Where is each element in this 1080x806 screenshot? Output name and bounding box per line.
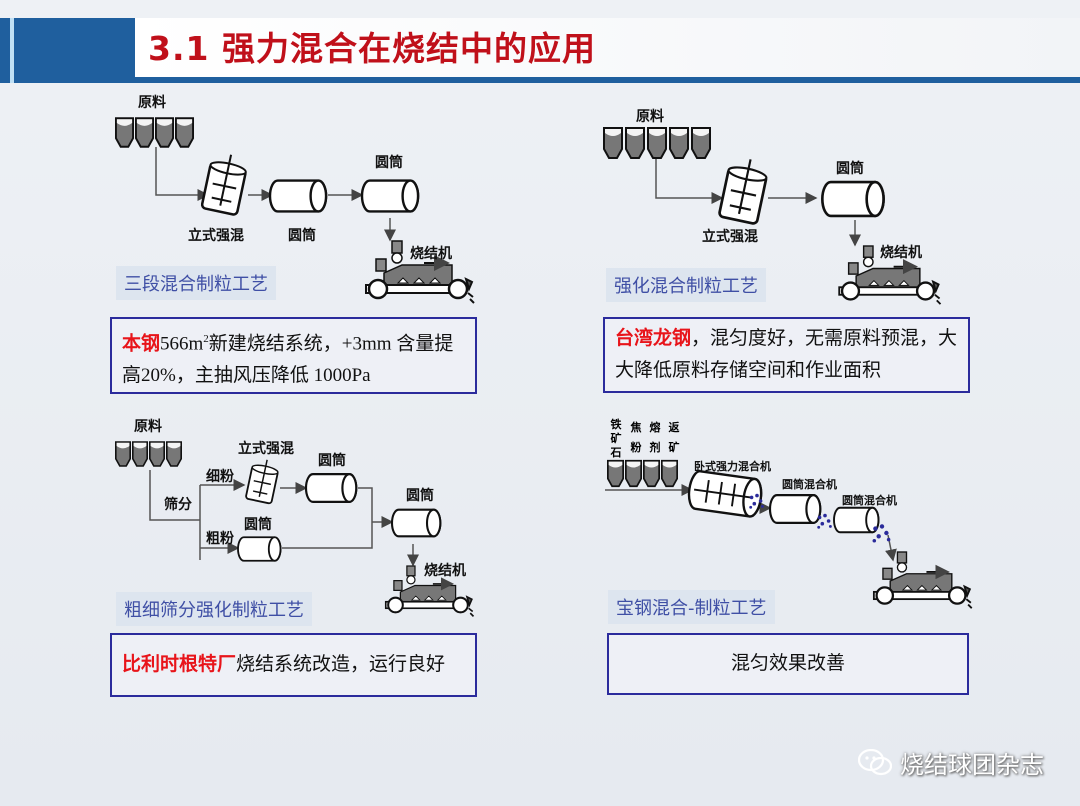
label-drum: 圆筒 [318,453,346,469]
drum-panel4-a [768,493,822,525]
drum-panel3-merge [390,508,442,538]
label-drum: 圆筒 [375,155,403,171]
process-tag: 宝钢混合-制粒工艺 [608,590,775,624]
note-text: 566m [160,333,204,355]
label-material: 铁矿石 [610,418,622,459]
note-highlight: 比利时根特厂 [122,654,237,675]
note-text: 烧结系统改造，运行良好 [236,654,446,675]
label-sinter-machine: 烧结机 [880,245,922,261]
vertical-mixer-panel3 [244,456,281,505]
note-text: ，混匀度好，无需原料预混，大大降低原料存储空间和作业面积 [615,328,958,381]
header-title-bg [135,18,1080,77]
hoppers-panel2 [603,127,711,159]
granules [817,513,832,529]
label-drum-mixer: 圆筒混合机 [842,494,897,507]
process-tag: 三段混合制粒工艺 [116,266,276,300]
label-screening: 筛分 [164,497,192,513]
process-tag: 强化混合制粒工艺 [606,268,766,302]
note-box: 混匀效果改善 [607,633,969,695]
hoppers-panel3 [115,441,182,467]
label-sinter-machine: 烧结机 [410,246,452,262]
label-fine: 细粉 [206,469,234,485]
horizontal-mixer-panel4 [685,468,765,519]
label-material: 熔剂 [649,421,661,454]
sinter-machine-panel4 [874,552,972,608]
header-left-bar [0,18,10,83]
label-vertical-mixer: 立式强混 [188,228,244,244]
wechat-icon [858,748,892,775]
process-tag: 粗细筛分强化制粒工艺 [116,592,312,626]
note-text: 新建烧结系统，+3mm 含量提高20%，主抽风压降低 1000Pa [122,333,454,387]
note-box: 台湾龙钢，混匀度好，无需原料预混，大大降低原料存储空间和作业面积 [603,317,970,393]
drum-panel1-b [360,179,420,213]
watermark: 烧结球团杂志 [858,745,1044,780]
label-material: 返矿 [668,421,680,454]
page-title: 3.1 强力混合在烧结中的应用 [148,29,596,68]
note-box: 比利时根特厂烧结系统改造，运行良好 [110,633,477,697]
label-horizontal-mixer: 卧式强力混合机 [694,460,771,473]
vertical-mixer-panel2 [717,153,771,226]
label-drum: 圆筒 [244,517,272,533]
note-superscript: 2 [203,333,209,345]
label-raw-material: 原料 [636,109,664,125]
hoppers-panel4 [607,459,678,488]
drum-panel4-b [832,506,880,534]
label-coarse: 粗粉 [206,531,234,547]
drum-panel3-fine [304,472,358,504]
drum-panel3-coarse [236,536,282,562]
note-highlight: 本钢 [122,333,161,355]
note-highlight: 台湾龙钢 [615,328,692,349]
label-material: 焦粉 [630,421,642,454]
drum-panel2 [820,180,886,218]
watermark-text: 烧结球团杂志 [900,751,1044,779]
header-underline [135,77,1080,83]
drum-panel1-a [268,179,328,213]
label-sinter-machine: 烧结机 [424,563,466,579]
label-raw-material: 原料 [134,419,162,435]
vertical-mixer-panel1 [200,149,250,217]
label-raw-material: 原料 [138,95,166,111]
label-drum: 圆筒 [406,488,434,504]
label-drum: 圆筒 [288,228,316,244]
note-box: 本钢566m2新建烧结系统，+3mm 含量提高20%，主抽风压降低 1000Pa [110,317,477,394]
label-vertical-mixer: 立式强混 [238,441,294,457]
header-left-divider [10,18,14,83]
label-drum: 圆筒 [836,161,864,177]
hoppers-panel1 [115,117,194,148]
label-drum-mixer: 圆筒混合机 [782,478,837,491]
header-block [14,18,135,83]
label-vertical-mixer: 立式强混 [702,229,758,245]
note-text: 混匀效果改善 [730,653,845,674]
granules [872,524,891,543]
